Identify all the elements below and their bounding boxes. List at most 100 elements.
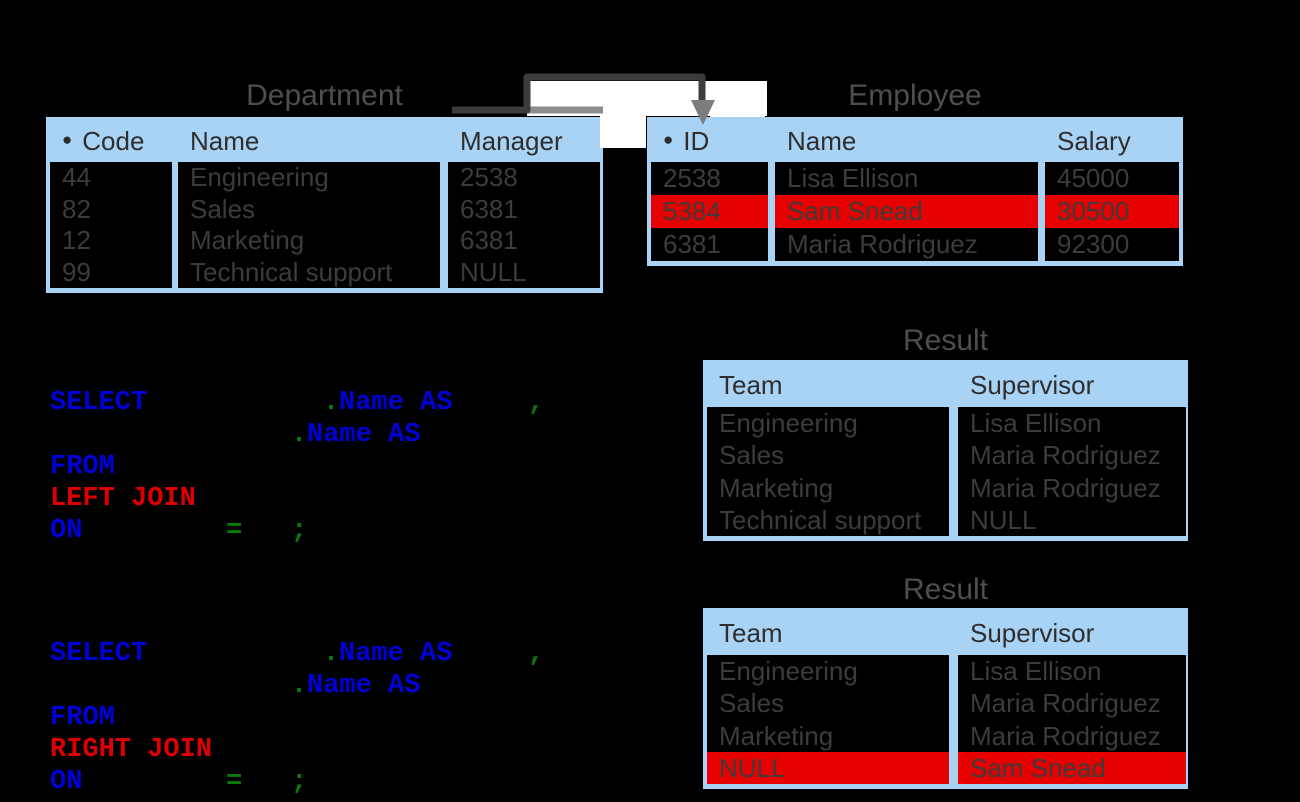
sql-line: ON =; [0, 515, 1300, 547]
table-cell: 99 [62, 256, 91, 287]
column-header-label: Team [719, 369, 783, 400]
table-cell: Maria Rodriguez [970, 472, 1161, 503]
sql-token: FROM [50, 703, 115, 733]
sql-line: SELECT.Name AS, [0, 638, 1300, 670]
table-cell: 6381 [663, 229, 721, 259]
sql-line: SELECT.Name AS, [0, 387, 1300, 419]
column-header-team: Team [707, 372, 949, 398]
table-cell: Maria Rodriguez [970, 720, 1161, 751]
table-cell: Sam Snead [775, 195, 1038, 228]
table-cell: Lisa Ellison [970, 408, 1102, 438]
table-cell: 5384 [651, 195, 768, 228]
table-cell: 6381 [460, 225, 518, 255]
sql-token: Name AS [307, 671, 421, 701]
sql-token: , [528, 388, 545, 418]
table-cell: NULL [970, 504, 1037, 535]
table-cell: Lisa Ellison [970, 656, 1102, 686]
sql-token: LEFT JOIN [50, 484, 196, 514]
table-cell: Sales [190, 193, 256, 224]
sql-token: Name AS [339, 639, 453, 669]
table-cell: 30500 [1045, 195, 1179, 228]
table-header-row: Team Supervisor [707, 364, 1184, 405]
table-cell: Marketing [719, 472, 834, 503]
column-header-label: Name [787, 125, 857, 156]
column-header-label: Manager [460, 125, 563, 156]
sql-line: FROM [0, 451, 1300, 483]
column-header-label: Code [82, 125, 145, 156]
sql-token: ON [50, 767, 83, 797]
table-cell: Engineering [719, 656, 858, 686]
sql-token: . [323, 388, 340, 418]
table-cell: 92300 [1057, 229, 1130, 259]
sql-token: = [226, 767, 243, 797]
table-cell: Sales [719, 688, 785, 719]
table-cell: 6381 [460, 193, 518, 224]
column-header-label: Supervisor [970, 369, 1095, 400]
sql-token: SELECT [50, 639, 148, 669]
sql-token: Name AS [339, 388, 453, 418]
table-cell: Engineering [190, 162, 329, 192]
table-cell: Marketing [719, 720, 834, 751]
column-header-label: Name [190, 125, 260, 156]
table-cell: Sales [719, 440, 785, 471]
primary-key-icon: ● [663, 129, 674, 149]
column-header-name: Name [775, 128, 1038, 154]
column-header-salary: Salary [1045, 128, 1179, 154]
sql-token: . [323, 639, 340, 669]
sql-line: ON =; [0, 766, 1300, 798]
table-cell: Sam Snead [958, 751, 1186, 785]
sql-token: , [528, 639, 545, 669]
department-table-title: Department [246, 79, 403, 112]
sql-token: SELECT [50, 388, 148, 418]
sql-line: RIGHT JOIN [0, 734, 1300, 766]
column-header-id: ● ID [651, 128, 768, 154]
column-header-label: Supervisor [970, 617, 1095, 648]
sql-line: FROM [0, 702, 1300, 734]
table-cell: NULL [460, 256, 527, 287]
table-header-row: ●Code Name Manager [50, 121, 599, 160]
sql-token: . [291, 420, 308, 450]
table-cell: 82 [62, 193, 91, 224]
sql-line: .Name AS [0, 670, 1300, 702]
column-header-name: Name [178, 128, 440, 154]
sql-token: ON [50, 516, 83, 546]
table-cell: Maria Rodriguez [970, 688, 1161, 719]
table-cell: Marketing [190, 225, 305, 255]
sql-line: .Name AS [0, 419, 1300, 451]
sql-line: LEFT JOIN [0, 483, 1300, 515]
table-cell: Technical support [190, 256, 393, 287]
sql-token: RIGHT JOIN [50, 735, 213, 765]
table-cell: 44 [62, 162, 91, 192]
table-header-row: ● ID Name Salary [651, 121, 1179, 160]
table-cell: Engineering [719, 408, 858, 438]
column-header-label: ID [683, 125, 710, 156]
column-header-supervisor: Supervisor [958, 620, 1186, 646]
sql-token: Name AS [307, 420, 421, 450]
result-left-join-title: Result [902, 324, 989, 357]
table-header-row: Team Supervisor [707, 612, 1184, 653]
sql-token: ; [291, 767, 308, 797]
column-header-team: Team [707, 620, 949, 646]
employee-table-title: Employee [848, 79, 982, 112]
column-header-code: ●Code [50, 128, 172, 154]
table-cell: Lisa Ellison [787, 163, 919, 193]
column-header-supervisor: Supervisor [958, 372, 1186, 398]
column-header-label: Team [719, 617, 783, 648]
sql-token: = [226, 516, 243, 546]
sql-token: ; [291, 516, 308, 546]
